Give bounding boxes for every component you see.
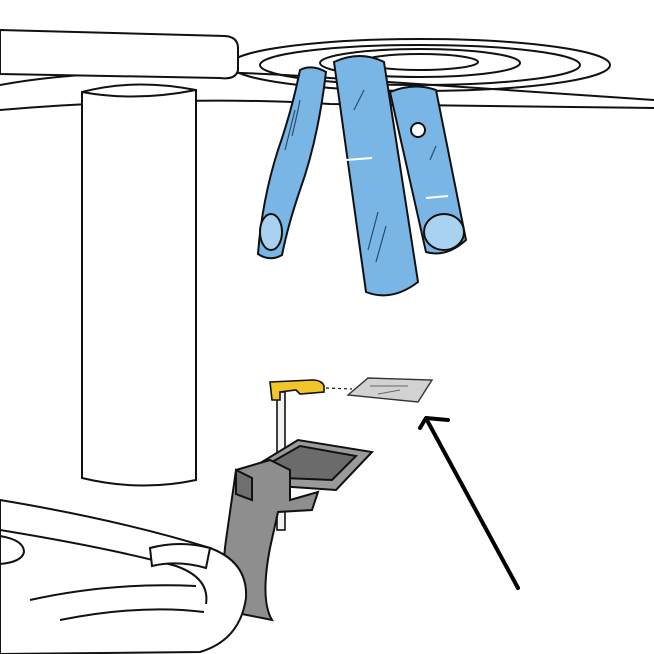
handle-bar <box>0 498 248 654</box>
handle-bar-outer <box>0 498 248 654</box>
pointer-arrow <box>418 416 520 590</box>
base-hole <box>0 534 26 566</box>
sensor-covers <box>256 55 468 297</box>
column-top-edge <box>81 89 197 98</box>
upper-housing <box>0 28 239 80</box>
sensor-cover-right <box>388 85 468 255</box>
machine-column <box>81 83 197 487</box>
chin-support <box>223 438 375 622</box>
holder-guide-dash <box>325 387 353 390</box>
sensor-cover-left <box>256 66 328 260</box>
column-body <box>81 83 197 487</box>
handle-bar-cap <box>148 543 212 570</box>
disposable-sleeve <box>346 377 434 403</box>
head-ring-inner <box>319 48 521 78</box>
chin-support-block <box>235 468 253 502</box>
sensor-cover-middle <box>332 55 420 297</box>
base-lower-sweep <box>29 584 205 621</box>
holder-yellow-head <box>269 379 325 401</box>
